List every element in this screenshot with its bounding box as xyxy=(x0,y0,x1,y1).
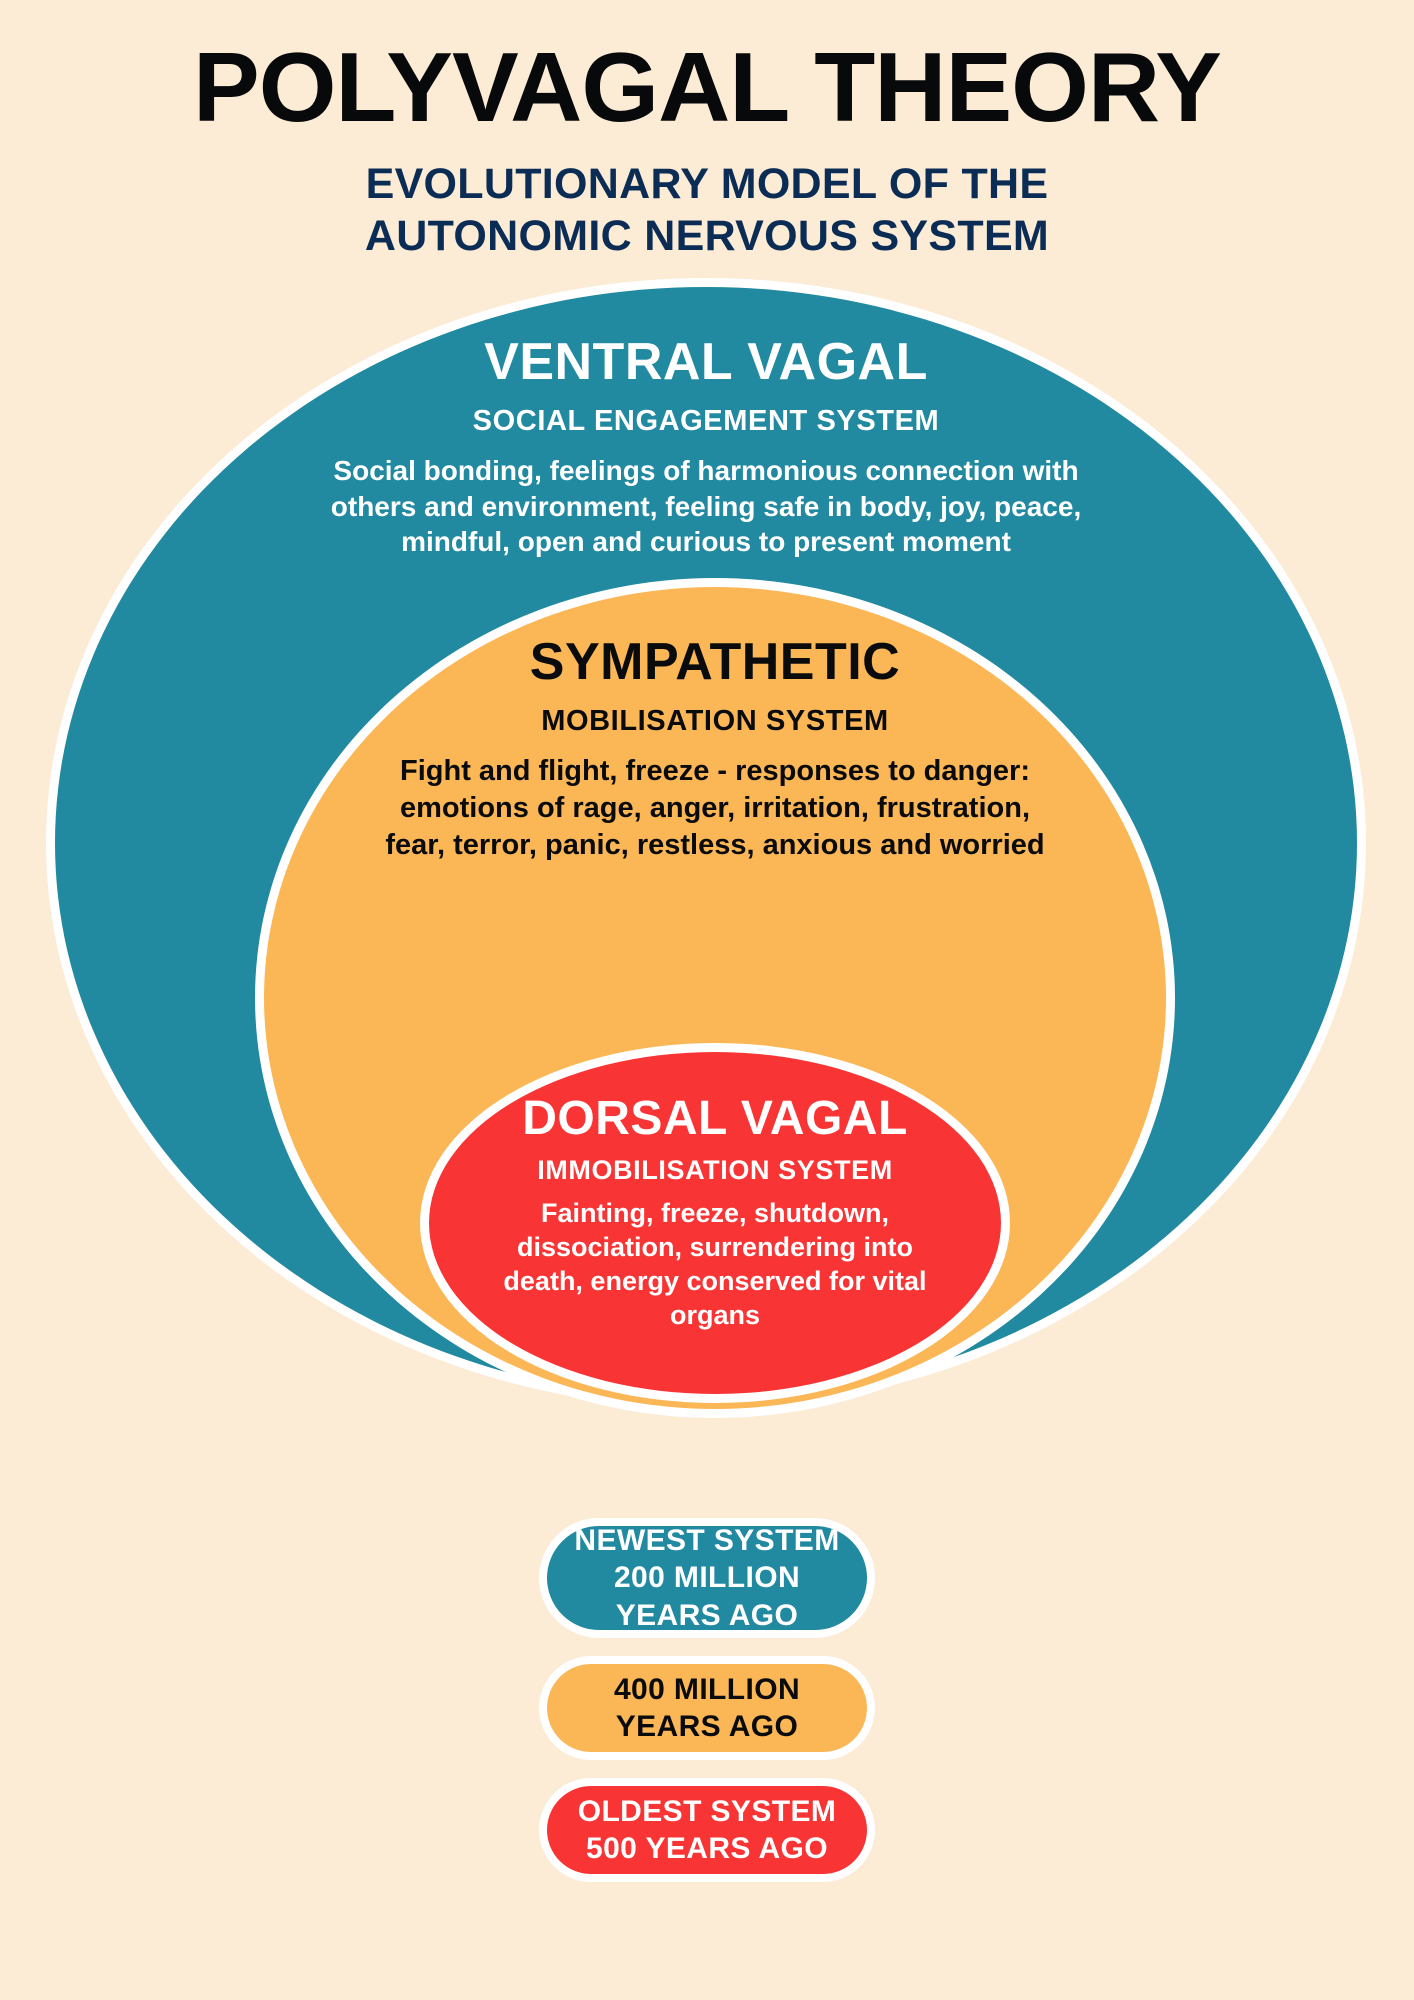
sympathetic-body: Fight and flight, freeze - responses to … xyxy=(385,755,1045,861)
ventral-vagal-subheading: SOCIAL ENGAGEMENT SYSTEM xyxy=(472,404,940,437)
legend-pill-oldest-system-line-1: OLDEST SYSTEM xyxy=(577,1794,837,1828)
legend-pill-newest-system-line-1: NEWEST SYSTEM xyxy=(574,1524,840,1558)
sympathetic-content: SYMPATHETIC MOBILISATION SYSTEM Fight an… xyxy=(264,635,1166,863)
dorsal-vagal-heading: DORSAL VAGAL xyxy=(522,1092,908,1145)
legend-pill-middle-system-line-2: YEARS AGO xyxy=(615,1710,799,1743)
legend-pill-newest-system-line-2: 200 MILLION xyxy=(613,1561,801,1595)
header: POLYVAGAL THEORY EVOLUTIONARY MODEL OF T… xyxy=(0,38,1414,263)
sympathetic-heading: SYMPATHETIC xyxy=(529,633,901,691)
dorsal-vagal-body: Fainting, freeze, shutdown, dissociation… xyxy=(503,1198,927,1331)
legend-pill-newest-system-line-3: YEARS AGO xyxy=(615,1598,799,1632)
legend-pill-newest-system[interactable]: NEWEST SYSTEM 200 MILLION YEARS AGO xyxy=(539,1518,875,1638)
legend-row-1: NEWEST SYSTEM 200 MILLION YEARS AGO xyxy=(0,1518,1414,1638)
legend-pill-middle-system-line-1: 400 MILLION xyxy=(613,1672,801,1706)
legend-pill-oldest-system-line-2: 500 YEARS AGO xyxy=(586,1832,828,1865)
dorsal-vagal-subheading: IMMOBILISATION SYSTEM xyxy=(537,1155,893,1186)
legend-pill-oldest-system-text: OLDEST SYSTEM 500 YEARS AGO xyxy=(578,1793,837,1867)
dorsal-vagal-content: DORSAL VAGAL IMMOBILISATION SYSTEM Faint… xyxy=(429,1092,1001,1332)
legend-pill-newest-system-text: NEWEST SYSTEM 200 MILLION YEARS AGO xyxy=(574,1522,839,1634)
ellipse-dorsal-vagal[interactable]: DORSAL VAGAL IMMOBILISATION SYSTEM Faint… xyxy=(420,1043,1010,1403)
legend-row-3: OLDEST SYSTEM 500 YEARS AGO xyxy=(0,1760,1414,1882)
nested-ellipse-diagram: VENTRAL VAGAL SOCIAL ENGAGEMENT SYSTEM S… xyxy=(0,268,1414,1468)
page-subtitle: EVOLUTIONARY MODEL OF THE AUTONOMIC NERV… xyxy=(0,158,1414,263)
page-subtitle-line-1: EVOLUTIONARY MODEL OF THE xyxy=(365,160,1049,208)
legend-timeline: NEWEST SYSTEM 200 MILLION YEARS AGO 400 … xyxy=(0,1518,1414,1882)
ventral-vagal-content: VENTRAL VAGAL SOCIAL ENGAGEMENT SYSTEM S… xyxy=(55,335,1357,559)
ventral-vagal-heading: VENTRAL VAGAL xyxy=(484,333,928,391)
ventral-vagal-body: Social bonding, feelings of harmonious c… xyxy=(330,455,1082,558)
legend-pill-middle-system[interactable]: 400 MILLION YEARS AGO xyxy=(539,1656,875,1760)
sympathetic-subheading: MOBILISATION SYSTEM xyxy=(541,704,889,737)
legend-pill-middle-system-text: 400 MILLION YEARS AGO xyxy=(614,1671,800,1745)
legend-pill-oldest-system[interactable]: OLDEST SYSTEM 500 YEARS AGO xyxy=(539,1778,875,1882)
legend-row-2: 400 MILLION YEARS AGO xyxy=(0,1638,1414,1760)
page-title: POLYVAGAL THEORY xyxy=(193,32,1222,142)
page-subtitle-line-2: AUTONOMIC NERVOUS SYSTEM xyxy=(364,212,1050,261)
